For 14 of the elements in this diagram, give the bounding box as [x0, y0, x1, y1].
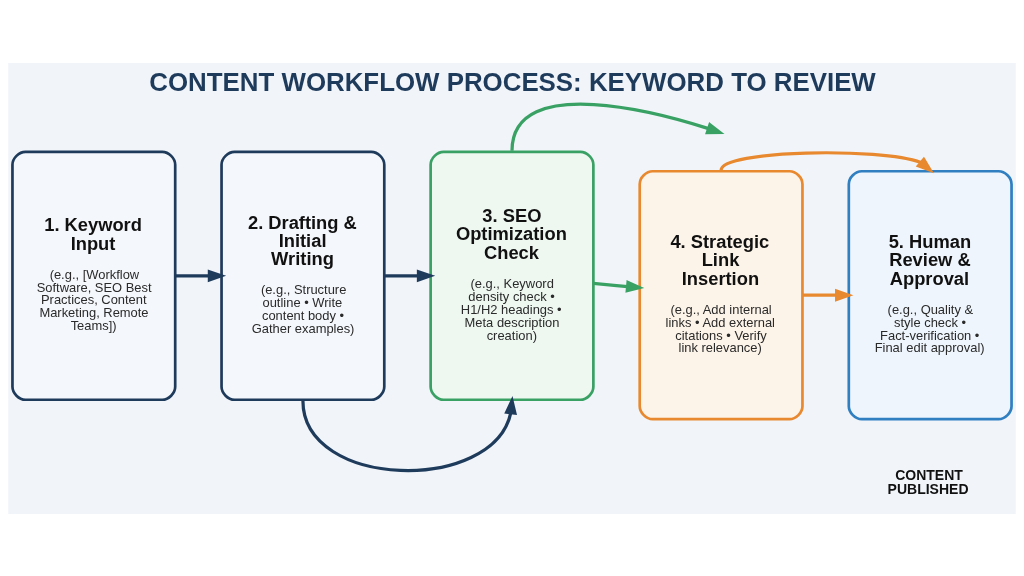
- node-box: 1. Keyword Input (e.g., [Workflow Software, SEO Best Practices, Content Marketing, Remote Teams]): [11, 150, 177, 401]
- arrow: [301, 395, 518, 472]
- arrow: [384, 268, 436, 282]
- arrow: [802, 288, 854, 302]
- diagram-title: CONTENT WORKFLOW PROCESS: KEYWORD TO REVIEW: [149, 67, 876, 96]
- node-box: 4. Strategic Link Insertion (e.g., Add internal links • Add external citations • Verify link relevance): [638, 169, 804, 420]
- arrow: [175, 268, 227, 282]
- arrow: [510, 102, 725, 151]
- arrow: [593, 279, 645, 293]
- node-box: 3. SEO Optimization Check (e.g., Keyword density check • H1/H2 headings • Meta description creation): [429, 150, 595, 401]
- arrow: [719, 150, 934, 173]
- node-label: CONTENT PUBLISHED: [887, 466, 969, 497]
- node-box: 2. Drafting & Initial Writing (e.g., Structure outline • Write content body • Gather examples): [220, 150, 386, 401]
- node-box: 5. Human Review & Approval (e.g., Quality & style check • Fact-verification • Final edit approval): [847, 169, 1013, 420]
